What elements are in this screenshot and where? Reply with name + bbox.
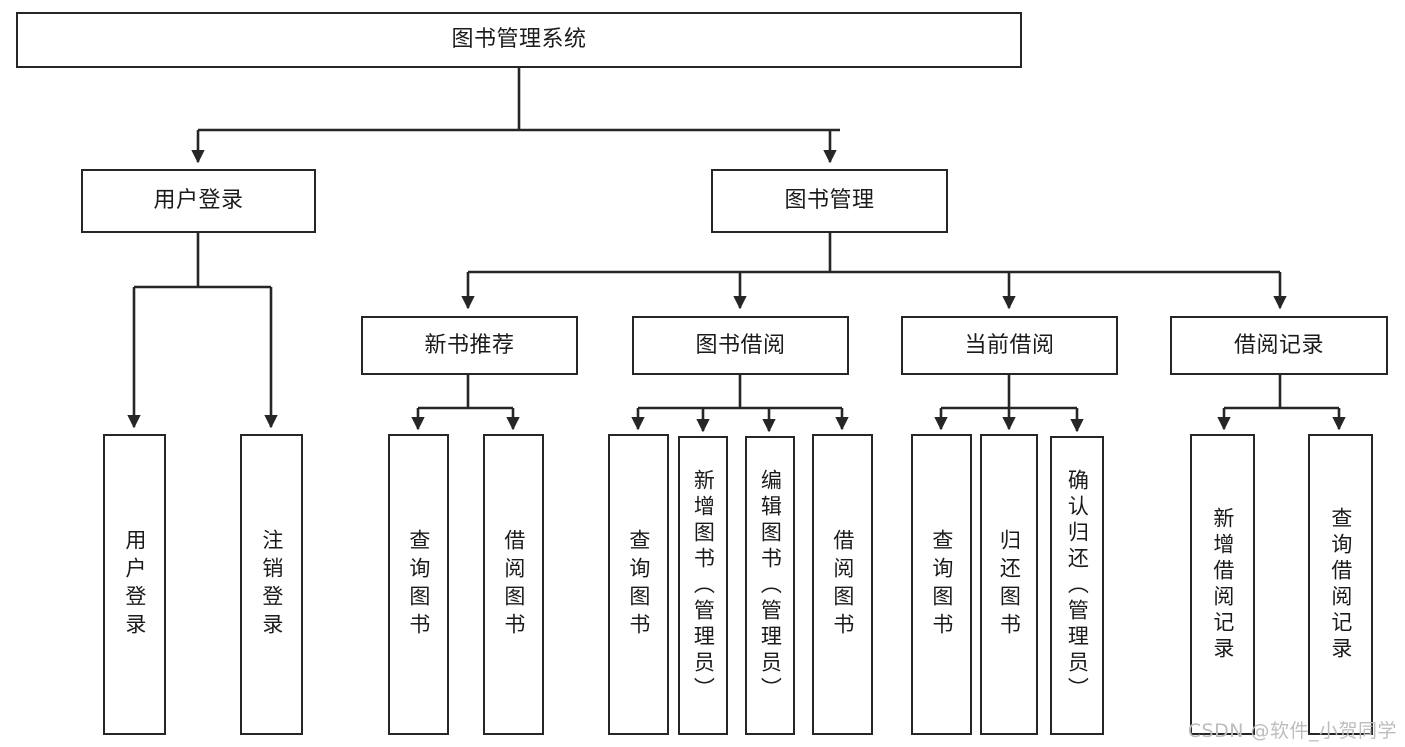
node-leaf-user-login[interactable]: 用户登录 xyxy=(103,434,166,735)
node-leaf-return-book[interactable]: 归还图书 xyxy=(980,434,1038,735)
node-book-manage[interactable]: 图书管理 xyxy=(711,169,948,233)
node-leaf-add-book[interactable]: 新增图书（管理员） xyxy=(678,436,728,735)
node-leaf-query-book-1-label: 查询图书 xyxy=(406,528,431,641)
node-current-borrow-label: 当前借阅 xyxy=(964,332,1055,358)
node-book-manage-label: 图书管理 xyxy=(784,188,875,214)
node-leaf-user-login-label: 用户登录 xyxy=(122,528,147,641)
node-user-login-label: 用户登录 xyxy=(153,188,244,214)
node-book-borrow[interactable]: 图书借阅 xyxy=(632,316,849,375)
node-leaf-query-record[interactable]: 查询借阅记录 xyxy=(1308,434,1373,735)
node-leaf-borrow-book-1-label: 借阅图书 xyxy=(501,528,526,641)
node-leaf-add-book-label: 新增图书（管理员） xyxy=(691,468,716,703)
node-book-borrow-label: 图书借阅 xyxy=(695,332,786,358)
node-leaf-user-logout-label: 注销登录 xyxy=(259,528,284,641)
node-root[interactable]: 图书管理系统 xyxy=(16,12,1022,68)
node-leaf-confirm-return-label: 确认归还（管理员） xyxy=(1065,468,1090,703)
node-leaf-user-logout[interactable]: 注销登录 xyxy=(240,434,303,735)
node-leaf-query-record-label: 查询借阅记录 xyxy=(1328,506,1353,663)
node-leaf-query-book-1[interactable]: 查询图书 xyxy=(388,434,449,735)
node-borrow-record[interactable]: 借阅记录 xyxy=(1170,316,1388,375)
node-leaf-add-record[interactable]: 新增借阅记录 xyxy=(1190,434,1255,735)
node-leaf-query-book-3[interactable]: 查询图书 xyxy=(911,434,972,735)
node-root-label: 图书管理系统 xyxy=(451,27,587,53)
node-current-borrow[interactable]: 当前借阅 xyxy=(901,316,1118,375)
node-leaf-return-book-label: 归还图书 xyxy=(997,528,1022,641)
node-leaf-borrow-book-1[interactable]: 借阅图书 xyxy=(483,434,544,735)
node-leaf-query-book-2-label: 查询图书 xyxy=(626,528,651,641)
csdn-watermark: CSDN @软件_小贺同学 xyxy=(1187,720,1397,742)
node-leaf-confirm-return[interactable]: 确认归还（管理员） xyxy=(1050,436,1104,735)
node-leaf-borrow-book-2-label: 借阅图书 xyxy=(830,528,855,641)
node-leaf-add-record-label: 新增借阅记录 xyxy=(1210,506,1235,663)
node-user-login[interactable]: 用户登录 xyxy=(81,169,316,233)
node-leaf-query-book-3-label: 查询图书 xyxy=(929,528,954,641)
node-leaf-query-book-2[interactable]: 查询图书 xyxy=(608,434,669,735)
node-leaf-borrow-book-2[interactable]: 借阅图书 xyxy=(812,434,873,735)
node-leaf-edit-book[interactable]: 编辑图书（管理员） xyxy=(745,436,795,735)
node-new-book-recommend-label: 新书推荐 xyxy=(424,332,515,358)
node-borrow-record-label: 借阅记录 xyxy=(1233,332,1324,358)
node-new-book-recommend[interactable]: 新书推荐 xyxy=(361,316,578,375)
node-leaf-edit-book-label: 编辑图书（管理员） xyxy=(758,468,783,703)
